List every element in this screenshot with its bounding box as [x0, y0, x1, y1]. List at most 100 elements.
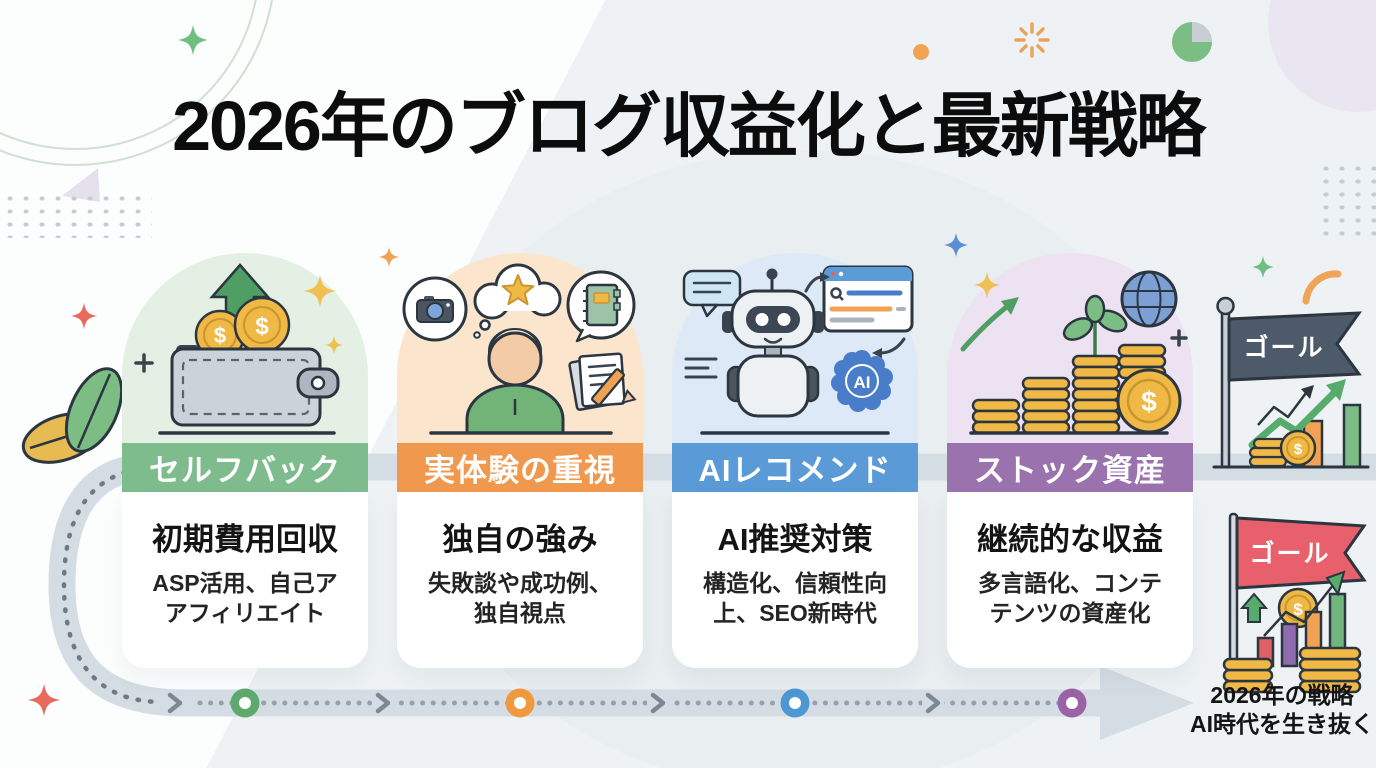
robot-figure: [722, 268, 824, 418]
timeline-caption: 2026年の戦略 AI時代を生き抜く: [1186, 681, 1376, 740]
bar: [1280, 622, 1299, 668]
step-card: 初期費用回収 ASP活用、自己ア アフィリエイト: [122, 492, 368, 668]
coin-stacks-growth-icon: $: [960, 270, 1188, 435]
step-card: AI推奨対策 構造化、信頼性向 上、SEO新時代: [672, 492, 918, 668]
step-description: 失敗談や成功例、 独自視点: [397, 569, 643, 629]
goal-flag-label: ゴール: [1249, 539, 1330, 568]
dot-grid-decoration: [2, 192, 152, 238]
sparkle-icon: [178, 25, 208, 55]
sparkle-icon: [1252, 256, 1274, 278]
step-column-stock-assets: $ ストック資産 継続的な収益 多言語化、コンテ テンツの資産化: [947, 253, 1193, 668]
hamburger-lines: [684, 357, 718, 379]
step-badge-label: 実体験の重視: [424, 453, 616, 488]
step-description-line: 上、SEO新時代: [713, 599, 877, 626]
step-description-line: ASP活用、自己ア: [152, 570, 338, 596]
step-badge: セルフバック: [122, 443, 368, 492]
sparkle-icon: [28, 684, 60, 716]
step-description: 多言語化、コンテ テンツの資産化: [947, 569, 1193, 629]
starburst-icon: [1014, 22, 1050, 58]
goal-flag-label: ゴール: [1243, 333, 1324, 362]
timeline-arrowhead: [1100, 666, 1194, 740]
dot-decoration: [913, 44, 929, 60]
speech-bubble-icon: [682, 269, 742, 318]
circle-outline-decoration: [0, 0, 273, 166]
sparkle-icon: [974, 272, 1000, 298]
person-figure: [465, 328, 565, 435]
step-heading: AI推奨対策: [717, 522, 873, 557]
thought-cloud: [473, 263, 562, 339]
goal-flag-chart-icon: ゴール $: [1212, 296, 1370, 469]
star-icon: [501, 274, 535, 306]
dollar-symbol: $: [1293, 600, 1303, 619]
step-column-experience: 実体験の重視 独自の強み 失敗談や成功例、 独自視点: [397, 253, 643, 668]
step-description-line: 構造化、信頼性向: [703, 570, 887, 596]
bar: [1342, 403, 1362, 469]
dollar-symbol: $: [214, 323, 226, 348]
goal-flag-bars-icon: ゴール $: [1222, 512, 1367, 694]
coins-icon: [1248, 437, 1288, 468]
camera-bubble: [402, 276, 468, 342]
step-description: 構造化、信頼性向 上、SEO新時代: [672, 569, 918, 629]
dollar-coin-icon: $: [1116, 368, 1182, 434]
step-heading: 独自の強み: [442, 522, 598, 557]
dot-grid-decoration: [1318, 162, 1376, 236]
trend-arrow: [1263, 570, 1346, 637]
step-icon-panel: [397, 253, 643, 443]
notebook-bubble: [566, 270, 636, 343]
caption-line: AI時代を生き抜く: [1190, 711, 1374, 738]
step-description: ASP活用、自己ア アフィリエイト: [122, 569, 368, 629]
plant-sprout-icon: [1062, 294, 1128, 361]
goal-flag: [1227, 311, 1363, 382]
step-description-line: 独自視点: [474, 599, 566, 626]
dollar-symbol: $: [255, 313, 269, 340]
trend-arrow-black: [1257, 385, 1314, 426]
step-column-ai-recommend: AI AIレコメンド AI推奨対策 構造化、信頼性向 上、SEO新時代: [672, 253, 918, 668]
pie-chart-icon: [1172, 22, 1212, 62]
dollar-symbol: $: [1141, 386, 1157, 417]
sparkle-icon: [325, 336, 343, 354]
step-badge-label: ストック資産: [974, 453, 1166, 488]
dollar-symbol: $: [1294, 441, 1303, 458]
step-badge: AIレコメンド: [672, 443, 918, 492]
sparkle-icon: [304, 275, 336, 307]
corner-circle-decoration: [1268, 0, 1376, 112]
timeline-step-markers: [230, 688, 1087, 718]
sparkle-icon: [944, 233, 968, 257]
timeline-chevrons: [164, 692, 944, 714]
step-column-selfback: $ $ セルフバック 初期費用回収 A: [122, 253, 368, 668]
step-heading: 継続的な収益: [977, 522, 1163, 557]
sparkle-icon: [71, 303, 97, 329]
step-description-line: 失敗談や成功例、: [428, 570, 612, 596]
step-icon-panel: $: [947, 253, 1193, 443]
step-description-line: 多言語化、コンテ: [978, 570, 1162, 596]
step-description-line: アフィリエイト: [164, 599, 326, 626]
step-badge-label: AIレコメンド: [698, 453, 892, 488]
timeline-dashed-curve: [61, 464, 165, 705]
step-badge: 実体験の重視: [397, 443, 643, 492]
ai-badge-icon: AI: [831, 350, 893, 412]
step-badge: ストック資産: [947, 443, 1193, 492]
growth-arrow-icon: [960, 297, 1019, 352]
ai-badge-label: AI: [854, 373, 871, 392]
curved-arrow-decoration: [1302, 270, 1342, 305]
leaf-icons: [21, 367, 124, 464]
coin-stacks: [1222, 646, 1362, 694]
wallet-coins-icon: $ $: [134, 263, 343, 435]
step-icon-panel: $ $: [122, 253, 368, 443]
goal-flag: [1235, 516, 1367, 590]
step-heading: 初期費用回収: [152, 522, 338, 557]
caption-line: 2026年の戦略: [1210, 682, 1354, 708]
notes-pencil-icon: [568, 352, 637, 411]
browser-window-icon: [822, 265, 914, 333]
up-arrow-icon: [1239, 592, 1269, 623]
person-thinking-icon: [402, 263, 637, 435]
globe-icon: [1120, 270, 1178, 328]
step-description-line: テンツの資産化: [989, 599, 1151, 626]
plus-decoration: [1170, 329, 1188, 347]
trend-arrow-green: [1248, 379, 1346, 449]
step-icon-panel: AI: [672, 253, 918, 443]
step-badge-label: セルフバック: [149, 453, 341, 488]
sparkle-icon: [379, 247, 399, 267]
